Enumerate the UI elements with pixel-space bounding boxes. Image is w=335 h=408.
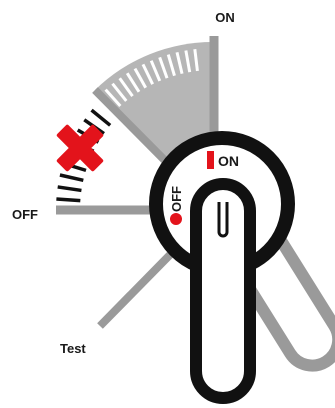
on-position-label: ON — [215, 10, 235, 25]
sector-tick — [158, 56, 169, 79]
sector-tick — [166, 54, 176, 77]
dial-on-label: ON — [218, 153, 239, 169]
blocked-tick — [57, 185, 82, 193]
blocked-tick — [56, 197, 81, 203]
dial-off-label: OFF — [169, 186, 184, 212]
sector-tick — [125, 72, 141, 93]
sector-tick — [184, 50, 192, 73]
sector-tick — [193, 48, 199, 72]
dial-off-marker — [170, 213, 182, 225]
sector-tick — [118, 77, 134, 98]
blocked-tick — [59, 173, 84, 183]
blocked-tick — [90, 108, 112, 127]
off-position-label: OFF — [12, 207, 38, 222]
sector-tick — [175, 51, 184, 75]
sector-ticks — [104, 48, 199, 107]
sector-tick — [141, 63, 154, 85]
dial-on-marker — [207, 151, 214, 169]
x-mark-icon — [56, 124, 104, 172]
sector-tick — [111, 82, 128, 102]
sector-tick — [133, 67, 148, 89]
test-position-label: Test — [60, 341, 86, 356]
sector-tick — [149, 60, 162, 82]
rotary-handle-icon — [190, 178, 256, 404]
sector-tick — [104, 88, 122, 107]
